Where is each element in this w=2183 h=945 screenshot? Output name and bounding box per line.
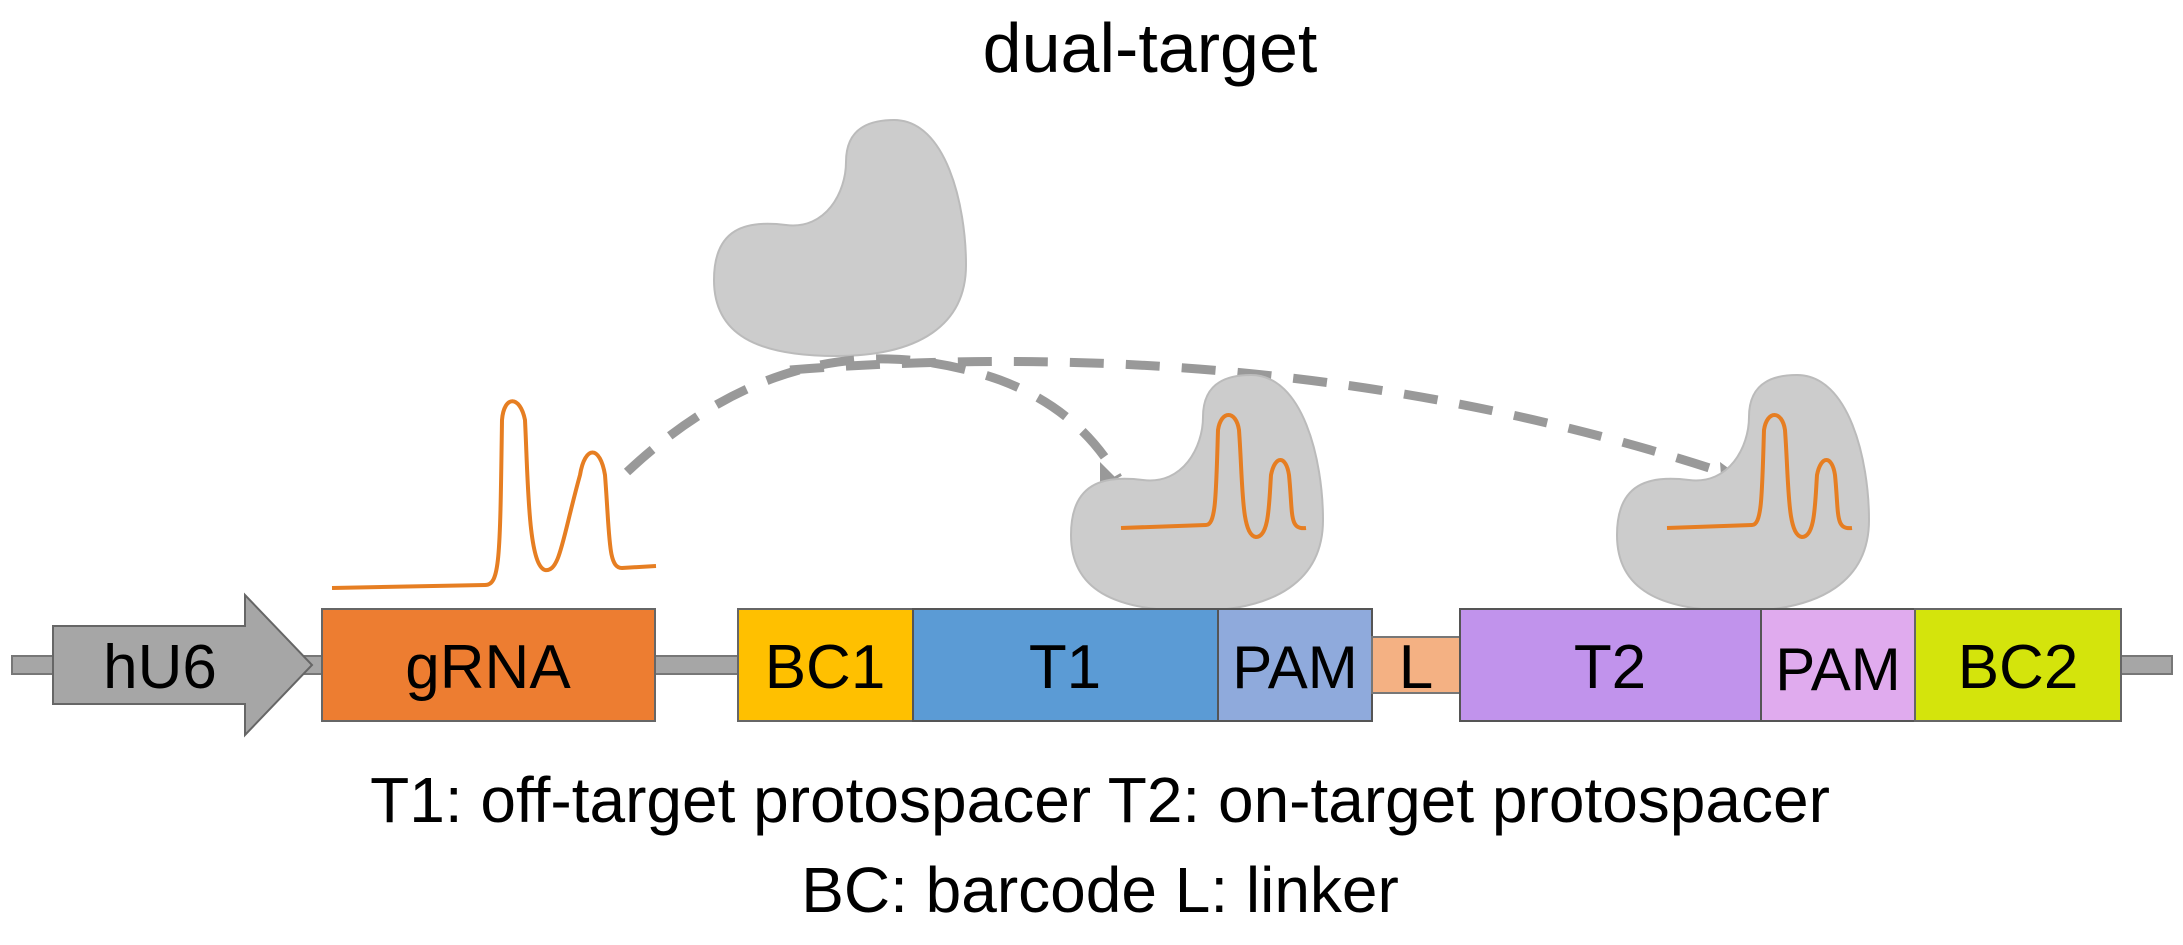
pam2-label: PAM: [1775, 636, 1901, 703]
pam1-box: [1217, 608, 1373, 722]
grna-label: gRNA: [405, 633, 571, 702]
promoter-label: hU6: [103, 633, 217, 702]
linker-box: [1371, 636, 1461, 694]
cas9-bound-t1: [1070, 374, 1324, 612]
legend-line-1: T1: off-target protospacer T2: on-target…: [370, 764, 1830, 836]
promoter-arrow: [52, 592, 314, 738]
t2-label: T2: [1574, 633, 1646, 702]
pam1-label: PAM: [1232, 634, 1358, 701]
linker-label: L: [1399, 633, 1433, 702]
grna-bound-icon: [1120, 413, 1307, 540]
grna-structure-icon: [331, 399, 657, 590]
grna-box: [321, 608, 656, 722]
t2-box: [1459, 608, 1762, 722]
bc2-label: BC2: [1958, 633, 2079, 702]
t1-label: T1: [1029, 633, 1101, 702]
t1-box: [912, 608, 1219, 722]
dashed-arrow-to-t1: [623, 354, 1122, 481]
cas9-free-icon: [713, 119, 967, 357]
legend-line-2: BC: barcode L: linker: [801, 854, 1399, 926]
grna-bound-icon: [1666, 413, 1853, 540]
bc1-label: BC1: [765, 633, 886, 702]
pam2-box: [1760, 608, 1916, 722]
cas9-bound-t2: [1616, 374, 1870, 612]
bc2-box: [1914, 608, 2122, 722]
diagram-title: dual-target: [983, 9, 1318, 87]
